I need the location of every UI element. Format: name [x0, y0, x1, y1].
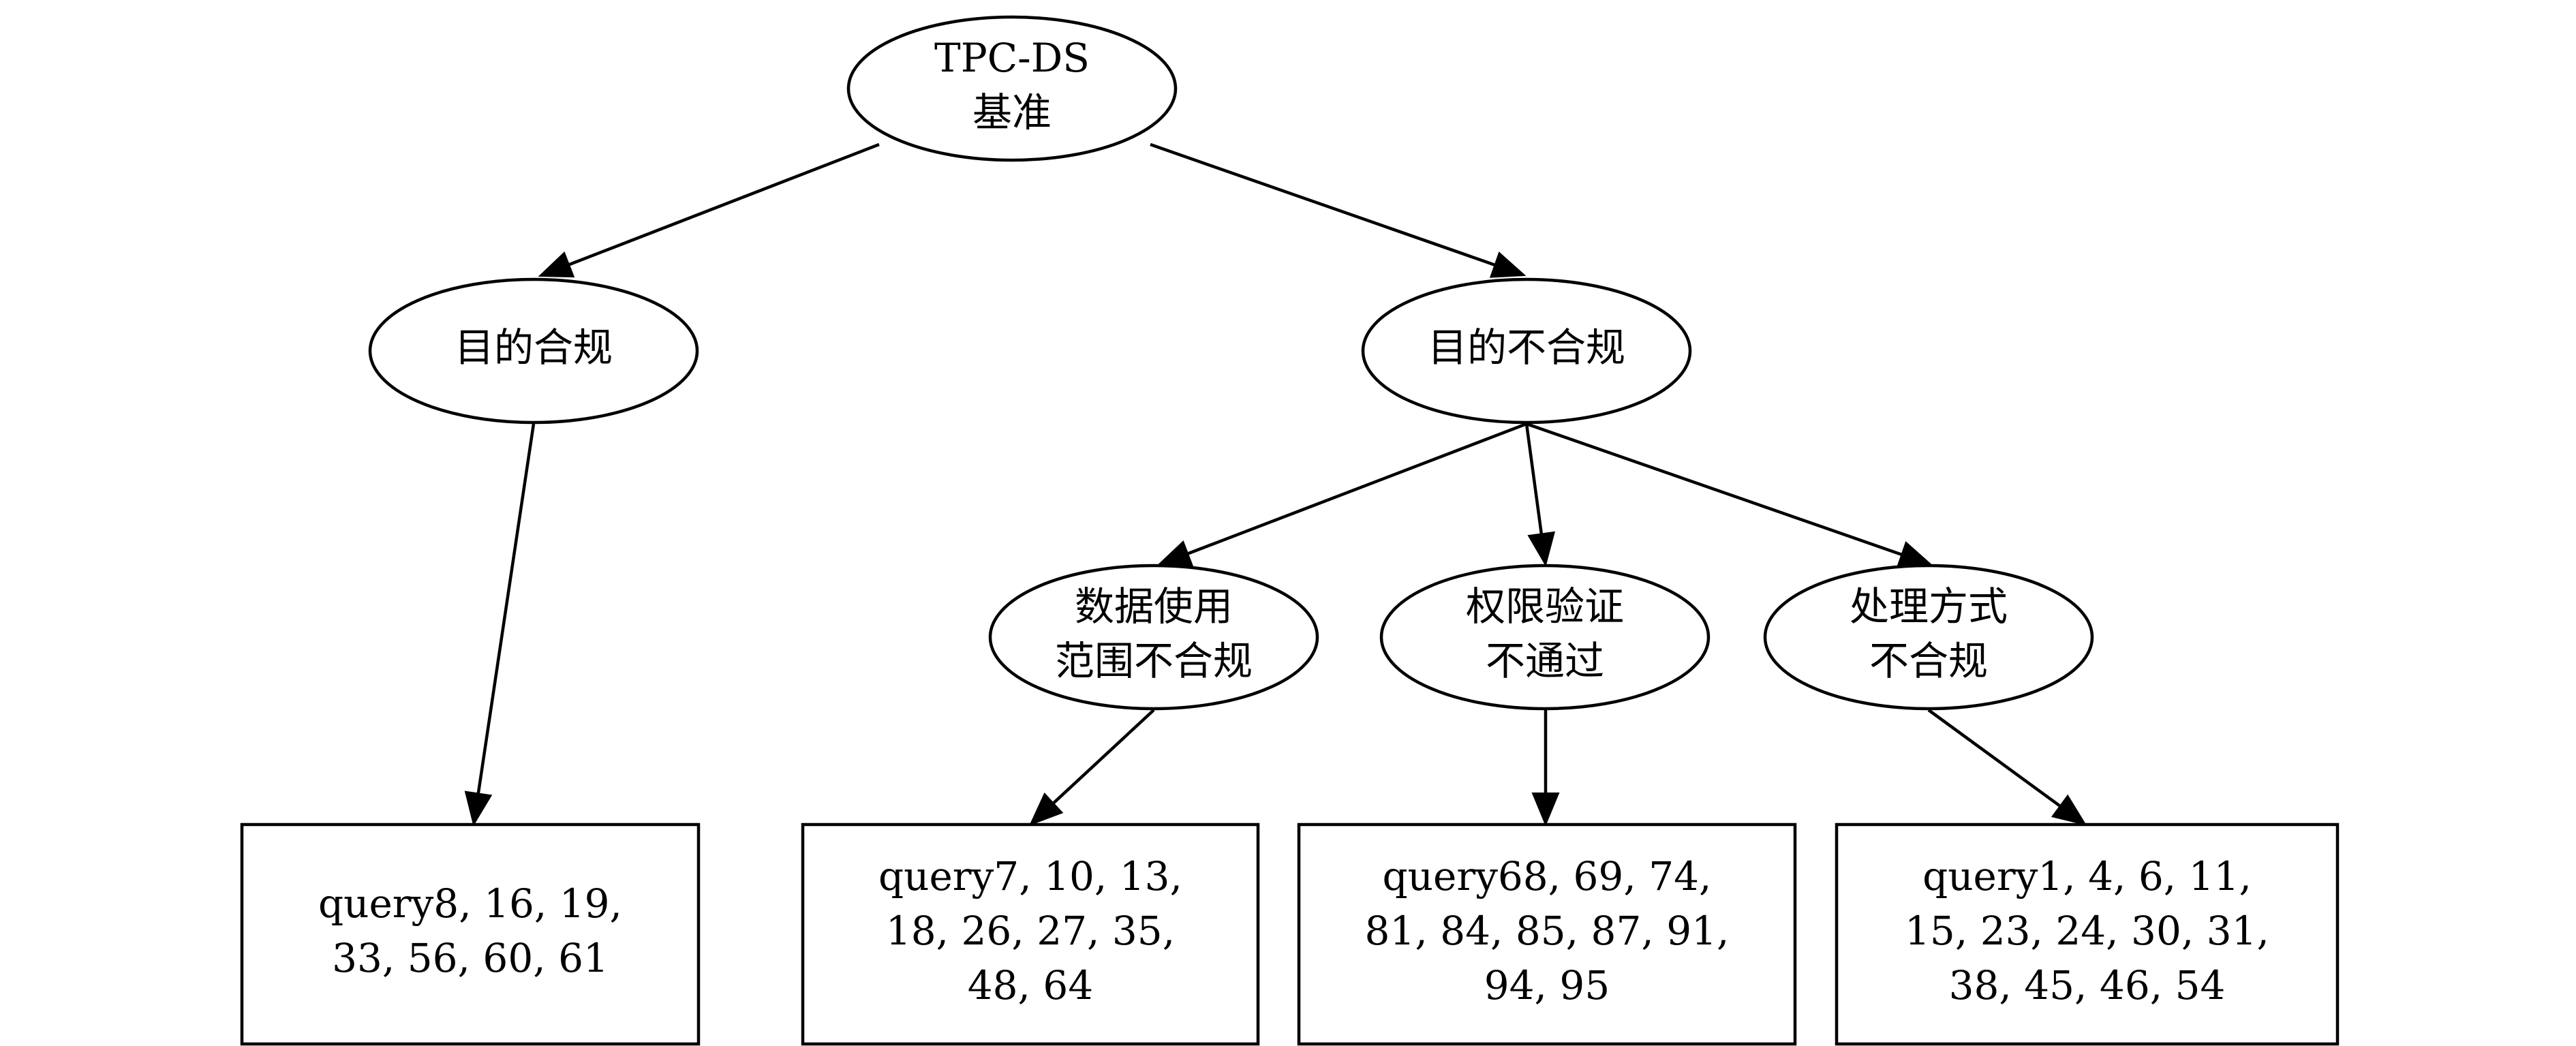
- node-leaf-processing: query1, 4, 6, 11, 15, 23, 24, 30, 31, 38, …: [1835, 822, 2340, 1046]
- node-ellipse: [1361, 277, 1692, 425]
- edge-line: [568, 142, 880, 266]
- node-compliant: 目的合规: [368, 277, 699, 425]
- edge-compliant-to-leaf_compliant: [464, 423, 536, 827]
- node-label-line: 33, 56, 60, 61: [332, 935, 609, 981]
- edge-root-to-noncompliant: [1150, 142, 1527, 278]
- node-label-line: 处理方式: [1850, 583, 2008, 630]
- node-label-line: 数据使用: [1075, 583, 1233, 630]
- node-ellipse: [988, 564, 1319, 711]
- arrowhead-icon: [538, 251, 575, 278]
- node-root: TPC-DS 基准: [846, 15, 1178, 162]
- edge-line: [1052, 709, 1155, 805]
- edge-noncompliant-to-permission: [1524, 423, 1556, 567]
- node-label-line: 38, 45, 46, 54: [1949, 962, 2226, 1009]
- node-ellipse: [1763, 564, 2094, 711]
- node-label-line: TPC-DS: [934, 35, 1090, 81]
- arrowhead-icon: [1896, 541, 1933, 568]
- node-label-line: query68, 69, 74,: [1383, 853, 1712, 899]
- node-leaf-compliant: query8, 16, 19, 33, 56, 60, 61: [240, 822, 701, 1046]
- node-label-line: 不通过: [1486, 638, 1604, 684]
- node-box: [801, 822, 1260, 1046]
- node-label-line: 81, 84, 85, 87, 91,: [1365, 908, 1730, 954]
- node-noncompliant: 目的不合规: [1361, 277, 1692, 425]
- edges-layer: [464, 142, 2087, 827]
- edge-line: [1187, 422, 1527, 555]
- arrowhead-icon: [1531, 793, 1560, 827]
- node-label-line: query1, 4, 6, 11,: [1922, 853, 2252, 899]
- node-label-line: 目的不合规: [1428, 324, 1625, 371]
- node-ellipse: [368, 277, 699, 425]
- node-label-line: 94, 95: [1484, 962, 1610, 1009]
- arrowhead-icon: [1489, 251, 1527, 278]
- node-box: [1835, 822, 2340, 1046]
- edge-root-to-compliant: [538, 142, 880, 278]
- node-label-line: 基准: [972, 89, 1052, 136]
- edge-processing-to-leaf_processing: [1927, 709, 2087, 826]
- edge-permission-to-leaf_permission: [1531, 710, 1560, 827]
- node-box: [1297, 822, 1797, 1046]
- node-label-line: query7, 10, 13,: [878, 853, 1182, 899]
- node-box: [240, 822, 701, 1046]
- edge-line: [1150, 142, 1496, 266]
- edge-data_scope-to-leaf_data_scope: [1029, 709, 1155, 826]
- node-label-line: 权限验证: [1466, 583, 1624, 630]
- edge-noncompliant-to-processing: [1526, 422, 1933, 568]
- node-label-line: 范围不合规: [1055, 638, 1253, 684]
- node-label-line: 18, 26, 27, 35,: [886, 908, 1175, 954]
- edge-line: [1927, 709, 2061, 807]
- arrowhead-icon: [1156, 540, 1194, 567]
- node-ellipse: [1379, 564, 1711, 711]
- node-label-line: 48, 64: [968, 962, 1093, 1009]
- edge-line: [476, 423, 536, 794]
- node-ellipse: [846, 15, 1178, 162]
- edge-line: [1526, 422, 1903, 556]
- arrowhead-icon: [1527, 531, 1556, 567]
- node-label-line: 15, 23, 24, 30, 31,: [1905, 908, 2269, 954]
- edge-noncompliant-to-data_scope: [1156, 422, 1527, 567]
- node-label-line: 目的合规: [455, 324, 613, 371]
- node-label-line: 不合规: [1869, 638, 1988, 684]
- arrowhead-icon: [464, 790, 493, 827]
- node-leaf-permission: query68, 69, 74, 81, 84, 85, 87, 91, 94, 9…: [1297, 822, 1797, 1046]
- nodes-layer: TPC-DS基准目的合规目的不合规数据使用范围不合规权限验证不通过处理方式不合规…: [240, 15, 2340, 1046]
- arrowhead-icon: [1029, 793, 1064, 826]
- arrowhead-icon: [2051, 794, 2087, 826]
- edge-line: [1524, 423, 1544, 534]
- node-leaf-data-scope: query7, 10, 13, 18, 26, 27, 35, 48, 64: [801, 822, 1260, 1046]
- node-label-line: query8, 16, 19,: [318, 880, 622, 927]
